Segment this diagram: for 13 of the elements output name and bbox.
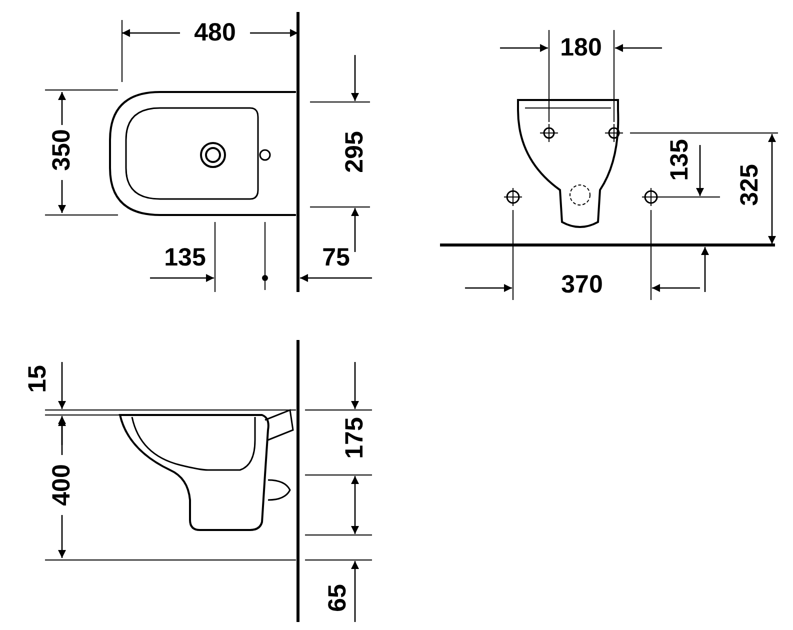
- dimension-label: 135: [164, 246, 206, 270]
- dimension-label: 15: [26, 365, 50, 393]
- dimension-label: 65: [326, 584, 350, 612]
- dimension-label: 370: [561, 272, 603, 298]
- dimension-label: 480: [194, 20, 236, 46]
- dimension-label: 175: [342, 417, 368, 459]
- dimension-label: 400: [50, 464, 74, 506]
- dimension-label: 75: [322, 246, 350, 270]
- dimension-label: 135: [668, 139, 692, 181]
- dimension-label: 325: [738, 164, 762, 206]
- dimension-label: 295: [342, 131, 368, 173]
- dimension-label: 350: [50, 129, 74, 171]
- dimension-label: 180: [560, 36, 602, 60]
